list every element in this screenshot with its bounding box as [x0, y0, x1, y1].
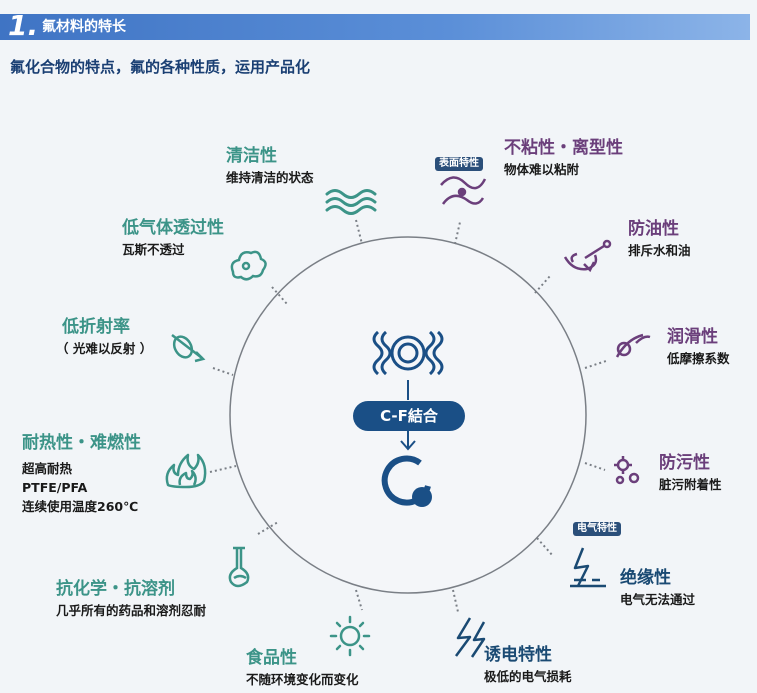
waves-icon	[325, 189, 377, 215]
lubricity-desc: 低摩擦系数	[667, 351, 730, 366]
electric-property-badge: 电气特性	[573, 522, 621, 536]
connector-refraction	[212, 367, 234, 376]
cleanliness-title: 清洁性	[226, 146, 277, 166]
refraction-icon	[171, 334, 206, 363]
connector-permeability	[271, 286, 288, 305]
lightning-icon	[454, 617, 486, 658]
oil-drop-icon	[563, 239, 612, 273]
flask-icon	[228, 546, 250, 588]
page-subtitle: 氟化合物的特点，氟的各种性质，运用产品化	[10, 58, 311, 76]
non-stick-icon	[440, 176, 487, 205]
permeability-desc: 瓦斯不透过	[122, 242, 185, 257]
chemical-title: 抗化学・抗溶剂	[56, 579, 175, 599]
nonstick-desc: 物体难以粘附	[504, 162, 580, 177]
section-title: 氟材料的特长	[42, 19, 126, 35]
oil-desc: 排斥水和油	[628, 243, 691, 258]
connector-stain	[584, 462, 606, 471]
gears-icon	[614, 456, 640, 485]
connector-food	[355, 589, 363, 611]
nonstick-title: 不粘性・离型性	[504, 138, 623, 158]
sun-icon	[329, 615, 371, 657]
connector-lines	[209, 219, 607, 613]
connector-insulation	[536, 537, 554, 557]
connector-chemical	[257, 521, 279, 535]
oil-title: 防油性	[628, 219, 679, 239]
connector-heat	[209, 465, 237, 473]
stain-desc: 脏污附着性	[659, 477, 722, 492]
stain-title: 防污性	[659, 453, 710, 473]
fluorine-atom-icon	[381, 455, 432, 507]
center-arrow-down	[400, 431, 416, 451]
connector-cleanliness	[355, 219, 363, 245]
food-title: 食品性	[246, 648, 297, 668]
connector-oil	[534, 275, 551, 294]
cleanliness-desc: 维持清洁的状态	[226, 170, 314, 185]
insulation-icon	[570, 547, 606, 588]
dielectric-desc: 极低的电气损耗	[484, 669, 572, 684]
flame-icon	[165, 453, 207, 489]
refraction-title: 低折射率	[62, 317, 130, 337]
heat-desc-1: 超高耐热	[22, 461, 73, 476]
heat-title: 耐热性・难燃性	[22, 433, 141, 453]
gas-cloud-icon	[230, 250, 267, 281]
permeability-title: 低气体透过性	[122, 218, 224, 238]
connector-dielectric	[452, 589, 459, 613]
lubricity-icon	[615, 333, 651, 358]
cf-bond-label: C-F結合	[353, 401, 465, 431]
section-header: 1. 氟材料的特长	[0, 10, 750, 42]
surface-property-badge: 表面特性	[435, 157, 483, 171]
connector-nonstick	[454, 221, 461, 245]
heat-desc-2: PTFE/PFA	[22, 480, 88, 495]
insulation-title: 绝缘性	[620, 568, 671, 588]
heat-desc-3: 连续使用温度260℃	[22, 499, 139, 514]
refraction-desc: （ 光难以反射 ）	[56, 341, 153, 356]
insulation-desc: 电气无法通过	[620, 592, 696, 607]
lubricity-title: 润滑性	[667, 327, 718, 347]
dielectric-title: 诱电特性	[484, 645, 552, 665]
food-desc: 不随环境变化而变化	[246, 672, 359, 687]
connector-lubricity	[584, 360, 607, 369]
chemical-desc: 几乎所有的药品和溶剂忍耐	[56, 603, 207, 618]
cf-structure-icon	[372, 330, 444, 376]
section-number: 1.	[8, 9, 39, 42]
